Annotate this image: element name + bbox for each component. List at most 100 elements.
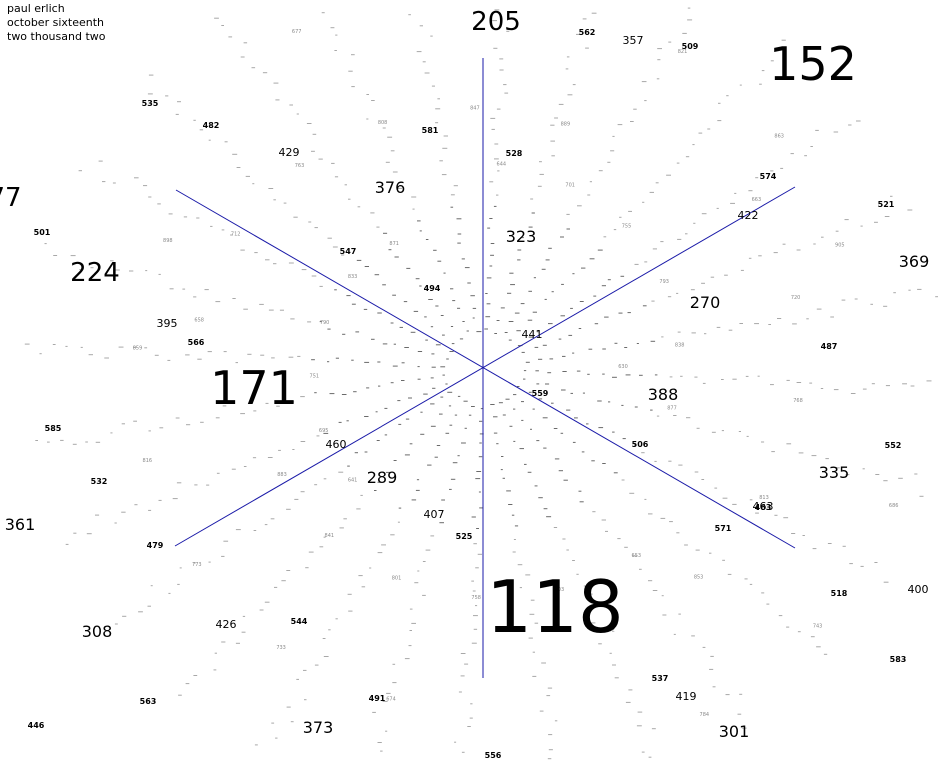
lattice-dot — [363, 308, 368, 310]
lattice-dot — [385, 471, 390, 473]
lattice-dot — [314, 484, 318, 486]
lattice-dot — [496, 443, 499, 445]
lattice-dot — [797, 631, 801, 633]
lattice-dot — [172, 498, 178, 500]
lattice-dot — [440, 366, 446, 368]
lattice-dot — [534, 346, 539, 348]
lattice-dot — [435, 108, 441, 110]
lattice-dot — [622, 438, 626, 440]
lattice-dot — [558, 338, 562, 340]
lattice-dot — [560, 432, 564, 434]
number-label: 388 — [648, 385, 679, 404]
lattice-dot — [290, 721, 294, 723]
lattice-dot — [147, 605, 151, 607]
lattice-dot — [176, 482, 182, 484]
lattice-dot — [193, 119, 196, 121]
number-label: 446 — [28, 721, 45, 730]
small-number: 877 — [667, 406, 677, 412]
lattice-dot — [376, 440, 380, 441]
lattice-dot — [607, 279, 611, 281]
lattice-dot — [393, 460, 397, 461]
lattice-dot — [154, 354, 159, 356]
lattice-dot — [475, 478, 481, 480]
lattice-dot — [459, 338, 464, 340]
lattice-dot — [561, 283, 564, 285]
lattice-dot — [112, 182, 116, 184]
lattice-dot — [223, 351, 227, 353]
lattice-dot — [525, 361, 530, 363]
number-label: 118 — [486, 565, 623, 649]
lattice-dot — [691, 332, 696, 334]
number-label: 357 — [623, 34, 644, 47]
lattice-dot — [513, 394, 517, 396]
lattice-dot — [419, 25, 423, 27]
lattice-dot — [602, 373, 605, 375]
lattice-dot — [816, 308, 822, 310]
lattice-dot — [485, 316, 491, 318]
lattice-dot — [259, 609, 264, 611]
lattice-dot — [777, 318, 782, 319]
lattice-dot — [374, 490, 377, 491]
lattice-dot — [898, 477, 903, 479]
lattice-dot — [473, 543, 477, 545]
number-label: 369 — [899, 252, 930, 271]
lattice-dot — [178, 694, 182, 696]
lattice-dot — [451, 343, 455, 345]
lattice-dot — [517, 249, 522, 251]
lattice-dot — [725, 694, 730, 696]
lattice-dot — [917, 288, 922, 290]
lattice-dot — [371, 338, 375, 340]
lattice-dot — [382, 284, 386, 286]
lattice-dot — [726, 95, 729, 97]
lattice-dot — [614, 342, 618, 344]
lattice-dot — [732, 378, 737, 380]
lattice-dot — [528, 391, 532, 393]
lattice-dot — [576, 33, 581, 35]
lattice-dot — [364, 266, 369, 267]
lattice-dot — [449, 488, 452, 490]
lattice-dot — [660, 241, 664, 243]
lattice-dot — [454, 741, 457, 743]
number-label: 494 — [424, 284, 441, 293]
number-label: 583 — [890, 655, 907, 664]
lattice-dot — [327, 328, 331, 330]
lattice-dot — [585, 47, 589, 49]
lattice-dot — [648, 756, 652, 758]
small-number: 871 — [389, 241, 399, 247]
lattice-dot — [505, 398, 510, 400]
lattice-dot — [578, 328, 582, 329]
lattice-dot — [157, 203, 161, 205]
lattice-dot — [169, 288, 174, 290]
number-label: 422 — [738, 209, 759, 222]
lattice-dot — [551, 291, 554, 293]
lattice-dot — [60, 439, 64, 441]
lattice-dot — [812, 548, 817, 550]
small-number: 838 — [675, 342, 685, 348]
lattice-dot — [260, 354, 265, 356]
small-number: 712 — [231, 231, 241, 237]
lattice-dot — [422, 594, 426, 596]
lattice-dot — [702, 646, 706, 648]
number-label: 152 — [769, 37, 857, 91]
number-label: 289 — [367, 468, 398, 487]
lattice-dot — [813, 243, 816, 245]
lattice-dot — [519, 587, 522, 589]
lattice-dot — [241, 631, 246, 633]
lattice-dot — [73, 532, 77, 534]
lattice-dot — [268, 188, 274, 189]
lattice-dot — [457, 233, 462, 235]
lattice-dot — [732, 503, 737, 505]
lattice-dot — [634, 406, 638, 408]
lattice-dot — [377, 312, 382, 314]
lattice-dot — [380, 750, 383, 752]
number-label: 429 — [279, 146, 300, 159]
lattice-dot — [145, 270, 148, 272]
lattice-dot — [158, 273, 161, 275]
lattice-dot — [294, 498, 299, 500]
small-number: 701 — [565, 183, 575, 189]
lattice-dot — [85, 441, 88, 443]
lattice-dot — [110, 432, 113, 434]
lattice-dot — [430, 35, 433, 37]
lattice-dot — [456, 218, 462, 220]
